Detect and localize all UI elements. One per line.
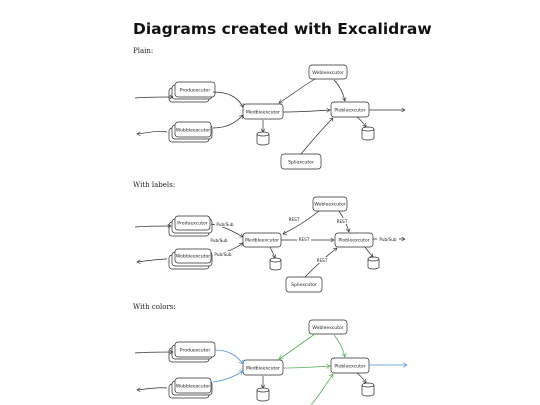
page-title: Diagrams created with Excalidraw — [133, 20, 432, 38]
edge-label-rest-3: REST — [337, 219, 348, 224]
edge-label-pubsub-2: Pub/Sub — [210, 238, 227, 243]
node-mediator — [242, 103, 284, 120]
node-publisher-label-2: Wobbleexcutor — [176, 254, 210, 260]
node-web-label-3: Webleexcutor — [312, 325, 344, 331]
node-spliter-label: Spliexcutor — [288, 160, 314, 166]
edge-label-rest-1: REST — [289, 217, 300, 222]
node-producer-label: Produexcutor — [180, 88, 211, 94]
section-label-plain: Plain: — [133, 47, 154, 55]
node-spliter-label-2: Spliexcutor — [291, 282, 317, 288]
edge-label-pubsub-1: Pub/Sub — [216, 222, 233, 227]
section-label-colors: With colors: — [133, 303, 176, 311]
node-producer — [174, 81, 216, 98]
node-processor-label: Plobleexcutor — [334, 108, 365, 114]
node-processor-label-3: Plobleexcutor — [334, 364, 365, 370]
node-mediator-label-3: Medbleexcutor — [246, 366, 280, 372]
node-processor-label-2: Plobleexcutor — [338, 238, 369, 244]
node-mediator-label: Medbleexcutor — [246, 110, 280, 116]
diagram-plain: Produexcutor Wobbleexcutor Medbleexcutor… — [134, 64, 423, 170]
edge-label-rest-4: REST — [317, 258, 328, 263]
edge-label-pubsub-3: Pub/Sub — [214, 252, 231, 257]
node-mediator-label-2: Medbleexcutor — [245, 238, 279, 244]
edge-label-rest-2: REST — [299, 237, 310, 242]
node-web — [308, 64, 348, 80]
edge-label-pubsub-out: Pub/Sub — [379, 237, 396, 242]
diagram-with-labels: Pub/Sub Pub/Sub Pub/Sub REST REST REST R… — [134, 196, 423, 293]
diagram-with-colors: Produexcutor Wobbleexcutor Medbleexcutor… — [134, 319, 423, 405]
node-producer-label-2: Produexcutor — [177, 221, 208, 227]
node-producer-label-3: Produexcutor — [180, 348, 211, 354]
node-web-label-2: Webleexcutor — [314, 202, 346, 208]
node-publisher-label-3: Wobbleexcutor — [176, 384, 210, 390]
node-publisher — [174, 121, 212, 138]
node-publisher-label: Wobbleexcutor — [176, 128, 210, 134]
section-label-labels: With labels: — [133, 181, 176, 189]
node-web-label: Webleexcutor — [312, 70, 344, 76]
node-processor — [330, 101, 370, 118]
